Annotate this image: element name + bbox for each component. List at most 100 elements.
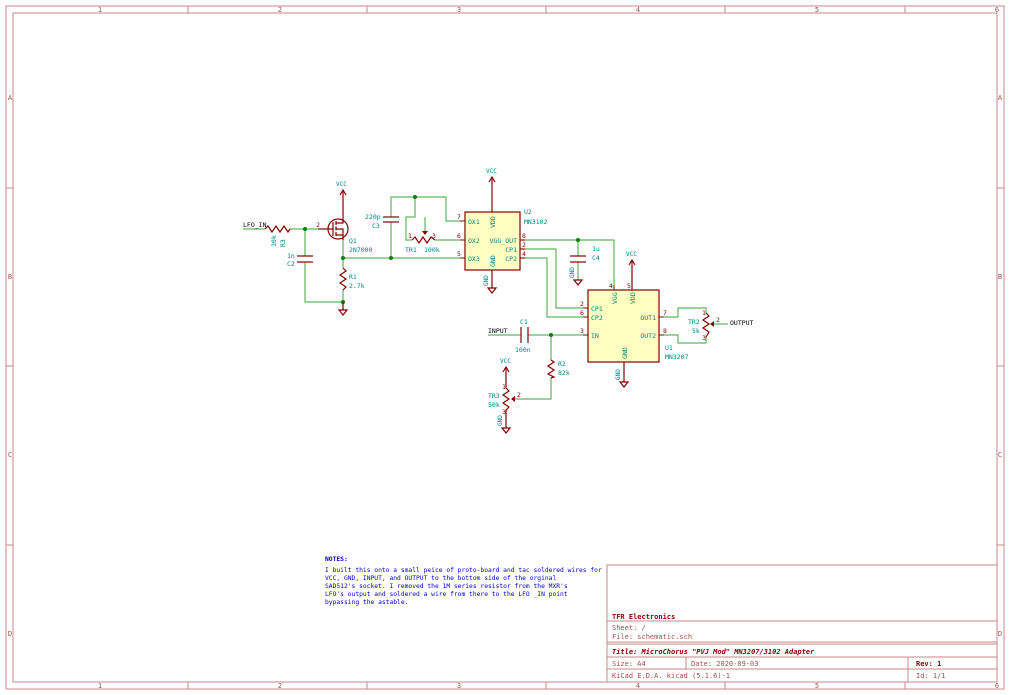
column-label: 2 [278, 682, 282, 690]
vcc-label: VCC [500, 358, 511, 365]
vcc-label: VCC [486, 168, 497, 175]
notes-line: VCC, GND, INPUT, and OUTPUT to the botto… [325, 575, 556, 582]
capacitor-c3[interactable]: 220p C3 [365, 213, 399, 230]
pin-name: OX2 [468, 237, 480, 245]
tr3-ref: TR3 [488, 392, 500, 400]
capacitor-c4[interactable]: 1u C4 [570, 245, 600, 263]
pin-number: 4 [609, 282, 613, 290]
vcc-label: VCC [626, 251, 637, 258]
r1-value: 2.7k [349, 282, 365, 290]
sheet-size: Size: A4 [612, 660, 646, 668]
pin-name: OUT1 [640, 314, 656, 322]
sheet-frame: 1 2 3 4 5 6 1 2 3 4 5 6 A B C D A B C D [5, 5, 1005, 690]
pin-number: 4 [522, 250, 526, 258]
pin-name: IN [591, 332, 599, 340]
row-label: B [8, 273, 12, 281]
resistor-r2[interactable]: R2 82k [546, 359, 570, 379]
pin-name: CP2 [505, 255, 517, 263]
pin-number: 7 [663, 309, 667, 317]
tr1-ref: TR1 [405, 246, 417, 254]
row-label: D [8, 630, 12, 638]
sheet-id: Id: 1/1 [916, 672, 946, 680]
trimmer-tr3[interactable]: 1 2 3 TR3 50k [488, 383, 521, 416]
column-label: 6 [995, 682, 999, 690]
u2-ref: U2 [524, 208, 532, 216]
pin-number: 1 [702, 309, 706, 317]
pin-name: OX3 [468, 255, 480, 263]
c4-value: 1u [592, 245, 600, 253]
capacitor-c2[interactable]: 1n C2 [287, 252, 313, 268]
trimmer-tr2[interactable]: 1 2 3 TR2 5k [688, 309, 720, 342]
c3-value: 220p [365, 213, 381, 221]
tr2-ref: TR2 [688, 318, 700, 326]
column-label: 4 [636, 6, 640, 14]
file-name: File: schematic.sch [612, 633, 692, 641]
vcc-symbols: VCC VCC VCC VCC [336, 168, 637, 388]
row-label: C [8, 451, 12, 459]
pin-name: GND [621, 347, 629, 359]
pin-number: 2 [580, 300, 584, 308]
sheet-date: Date: 2020-09-03 [691, 660, 758, 668]
u2-value: MN3102 [524, 218, 548, 226]
notes-block: NOTES: I built this onto a small peice o… [325, 556, 602, 606]
pin-name: CP1 [505, 246, 517, 254]
column-label: 2 [278, 6, 282, 14]
transistor-q1[interactable]: 2 Q1 2N7000 [316, 218, 373, 254]
sheet-revision: Rev: 1 [916, 660, 941, 668]
notes-line: SAD512's socket. I removed the 1M series… [325, 583, 568, 590]
gnd-symbols: GND GND GND GND [337, 267, 630, 434]
tr1-value: 100k [424, 246, 440, 254]
c1-ref: C1 [520, 318, 528, 326]
pin-number: 5 [627, 282, 631, 290]
wires [243, 196, 728, 400]
tool-version: KiCad E.D.A. kicad (5.1.6)-1 [612, 672, 730, 680]
pin-number: 2 [517, 391, 521, 399]
ic-u1[interactable]: 2 6 3 7 8 4 5 CP1 CP2 IN OUT1 OUT2 VGG V… [580, 282, 689, 363]
tr3-value: 50k [488, 401, 500, 409]
pin-number: 3 [502, 408, 506, 416]
r3-value: 10k [270, 235, 278, 247]
gnd-label: GND [483, 275, 490, 286]
c2-value: 1n [287, 252, 295, 260]
pin-number: 3 [580, 327, 584, 335]
gnd-label: GND [615, 369, 622, 380]
u1-ref: U1 [665, 344, 673, 352]
pin-name: CP1 [591, 305, 603, 313]
ic-u2[interactable]: 7 6 5 8 2 4 OX1 OX2 OX3 VGG_OUT CP1 CP2 … [457, 208, 548, 271]
trimmer-tr1[interactable]: 1 3 TR1 100k [405, 231, 440, 254]
resistor-r3[interactable]: 10k R3 [264, 224, 291, 247]
u1-value: MN3207 [665, 353, 689, 361]
q1-value: 2N7000 [349, 246, 373, 254]
column-label: 3 [457, 682, 461, 690]
column-label: 5 [815, 6, 819, 14]
junctions [303, 195, 580, 337]
pin-name: OUT2 [640, 332, 656, 340]
pin-number: 1 [502, 383, 506, 391]
company-name: TFR Electronics [612, 613, 675, 621]
pin-number: 8 [522, 232, 526, 240]
r2-ref: R2 [558, 360, 566, 368]
c1-value: 100n [515, 346, 531, 354]
net-label-output: OUTPUT [730, 319, 754, 327]
net-label-lfo-in: LFO_IN [243, 221, 267, 229]
pin-number: 2 [716, 316, 720, 324]
row-label: B [998, 273, 1002, 281]
notes-line: LFO's output and soldered a wire from th… [325, 591, 568, 598]
notes-line: bypassing the astable. [325, 599, 408, 606]
vcc-label: VCC [336, 181, 347, 188]
resistor-r1[interactable]: R1 2.7k [338, 267, 365, 291]
pin-number: 1 [408, 232, 412, 240]
pin-name: VDD [489, 216, 497, 228]
column-label: 5 [815, 682, 819, 690]
column-label: 3 [457, 6, 461, 14]
notes-heading: NOTES: [325, 556, 348, 563]
c3-ref: C3 [372, 222, 380, 230]
pin-number: 7 [457, 213, 461, 221]
column-label: 1 [98, 6, 102, 14]
column-label: 4 [636, 682, 640, 690]
notes-line: I built this onto a small peice of proto… [325, 567, 602, 574]
capacitor-c1[interactable]: C1 100n [515, 318, 531, 354]
title-block: TFR Electronics Sheet: / File: schematic… [606, 564, 998, 683]
pin-name: GND [489, 255, 497, 267]
